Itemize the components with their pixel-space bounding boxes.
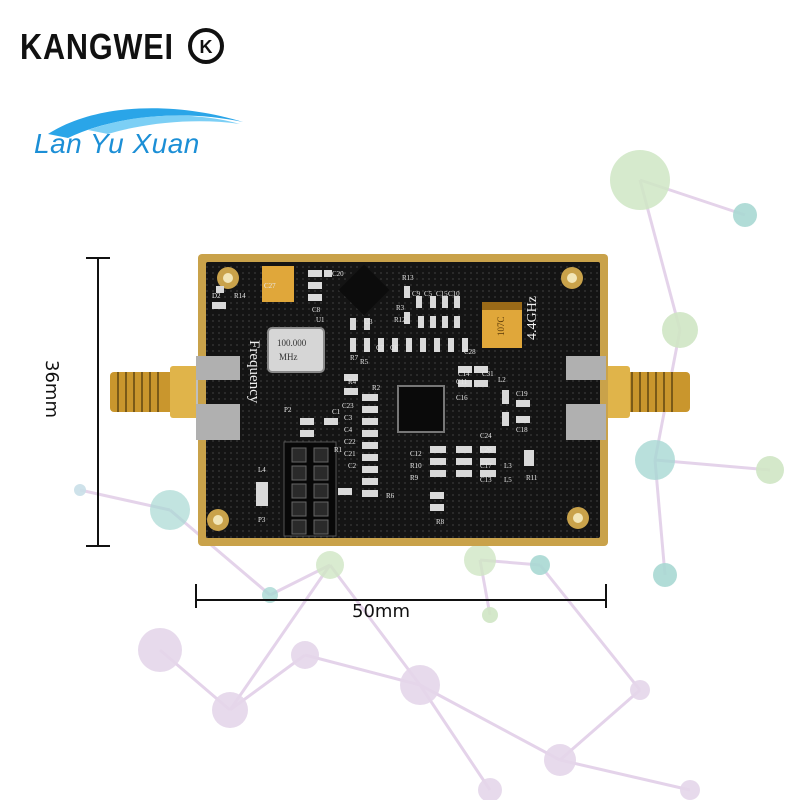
designator-label: C21 — [344, 450, 356, 458]
designator-label: R8 — [436, 518, 445, 526]
designator-label: C16 — [456, 394, 468, 402]
designator-label: C28 — [464, 348, 476, 356]
designator-label: C17 — [480, 462, 492, 470]
tantalum-capacitor — [262, 266, 294, 302]
designator-label: C26 — [480, 446, 492, 454]
frequency-label: Frequency — [246, 340, 262, 404]
designator-label: C3 — [344, 414, 353, 422]
designator-label: R1 — [334, 446, 343, 454]
crystal-oscillator — [267, 327, 325, 373]
designator-label: C7 — [376, 344, 385, 352]
designator-label: C15 — [436, 290, 448, 298]
designator-label: C6 — [390, 344, 399, 352]
designator-label: P2 — [284, 406, 292, 414]
designator-label: U1 — [316, 316, 325, 324]
designator-label: C5 — [424, 290, 433, 298]
oscillator-value: 100.000 — [277, 338, 307, 348]
designator-label: C4 — [344, 426, 353, 434]
designator-label: P3 — [258, 516, 266, 524]
designator-label: R3 — [396, 304, 405, 312]
brand-name: KANGWEI — [20, 26, 174, 67]
pin-header — [283, 441, 337, 537]
designator-label: R11 — [526, 474, 538, 482]
wave-swoosh-icon — [48, 108, 243, 138]
designator-label: C23 — [342, 402, 354, 410]
designator-label: U3 — [364, 318, 373, 326]
designator-label: C11 — [456, 378, 468, 386]
designator-label: C31 — [482, 370, 494, 378]
designator-label: R12 — [394, 316, 406, 324]
designator-label: L2 — [498, 376, 506, 384]
designator-label: C24 — [480, 432, 492, 440]
designator-label: R9 — [410, 474, 419, 482]
designator-label: C12 — [410, 450, 422, 458]
designator-label: L4 — [258, 466, 266, 474]
designator-label: D2 — [212, 292, 221, 300]
designator-label: C22 — [344, 438, 356, 446]
brand-mark-letters: K — [200, 37, 213, 57]
designator-label: L3 — [504, 462, 512, 470]
designator-label: C1 — [332, 408, 341, 416]
designator-label: R2 — [372, 384, 381, 392]
designator-label: R13 — [402, 274, 414, 282]
designator-label: R6 — [386, 492, 395, 500]
width-dimension-label: 50mm — [352, 601, 410, 622]
designator-label: C13 — [480, 476, 492, 484]
width-dimension-line — [195, 584, 607, 608]
designator-label: R14 — [234, 292, 246, 300]
designator-label: R7 — [350, 354, 359, 362]
designator-label: R5 — [360, 358, 369, 366]
designator-label: R10 — [410, 462, 422, 470]
designator-label: C20 — [332, 270, 344, 278]
designator-label: C27 — [264, 282, 276, 290]
designator-label: C18 — [516, 426, 528, 434]
main-chip — [397, 385, 445, 433]
freq-spec-label: 4.4GHz — [525, 296, 540, 340]
designator-label: C10 — [448, 290, 460, 298]
capacitor-marking: 107C — [496, 316, 506, 336]
designator-label: R4 — [348, 378, 357, 386]
height-dimension-line — [86, 257, 110, 547]
designator-label: C9 — [412, 290, 421, 298]
designator-label: C8 — [312, 306, 321, 314]
oscillator-code: MHz — [279, 352, 298, 362]
brand-mark-icon: K — [188, 28, 224, 64]
designator-label: C19 — [516, 390, 528, 398]
designator-label: C14 — [458, 370, 470, 378]
height-dimension-label: 36mm — [41, 360, 62, 418]
designator-label: L5 — [504, 476, 512, 484]
designator-label: C2 — [348, 462, 357, 470]
secondary-logo-text: Lan Yu Xuan — [34, 128, 200, 159]
